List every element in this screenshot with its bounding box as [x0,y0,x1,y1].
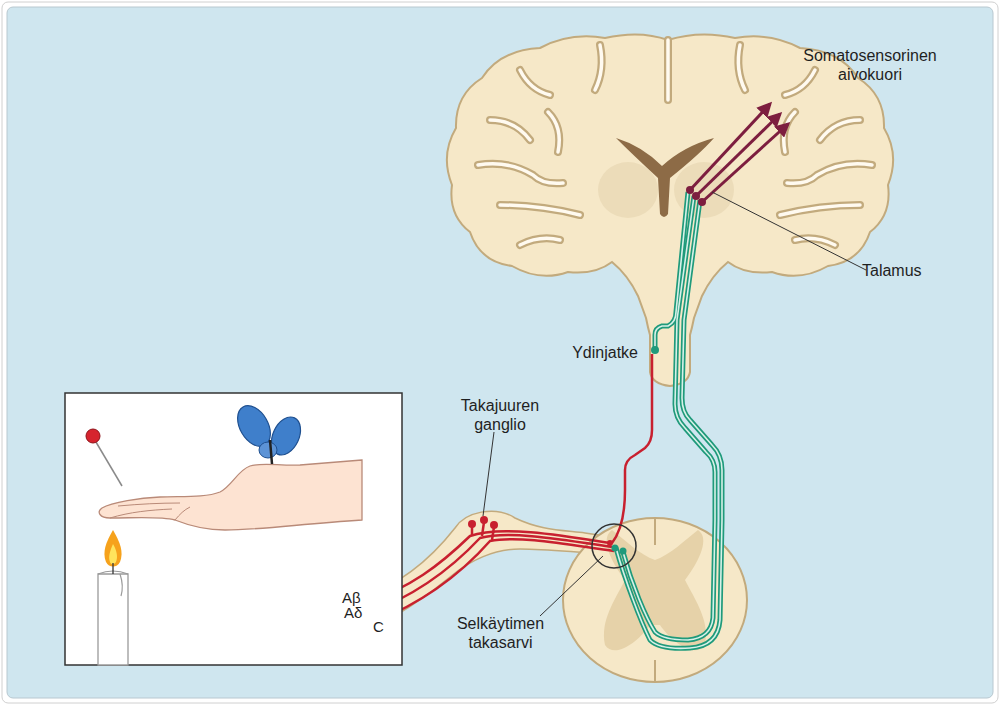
sulcus [500,205,580,215]
sulcus [500,205,580,215]
neuron-dot [612,545,619,552]
neuron-dot [686,186,694,194]
flame [104,530,121,567]
sulcus [520,70,550,95]
sulcus [478,164,563,184]
sulcus [738,45,745,90]
sulcus [478,164,563,184]
leader-line [483,432,494,516]
neuron-dot [692,192,700,200]
part-label: Aδ [344,605,374,620]
butterfly-wing [259,442,277,458]
sulcus [784,112,795,152]
projection-arrow [702,124,788,202]
butterfly-body [270,440,272,464]
sulcus [787,164,872,184]
butterfly [231,400,306,464]
part-label: Somatosensorinen aivokuori [785,46,955,84]
part-label: C [373,619,403,634]
sulcus [738,45,745,90]
flame-core [109,544,117,564]
ascending-fibre [612,354,652,543]
part-label: Selkäytimen takasarvi [438,614,563,652]
sulcus [820,120,860,140]
sulcus [787,164,872,184]
deep-nucleus [598,162,658,218]
leader-line [540,556,603,616]
thalamic-neurons [686,186,706,206]
sulcus [595,45,602,90]
sulcus [490,120,530,140]
brain-sulci [478,40,872,245]
wick [112,563,113,574]
median-fissure [654,518,656,682]
synapse [607,540,613,546]
sulcus [520,238,560,245]
pin-needle [93,437,122,486]
tract-line [623,196,715,640]
sulcus [664,40,672,100]
sulcus [820,120,860,140]
c-fibre [372,539,614,623]
tract-core [623,196,715,640]
brain-sulci-edge [478,40,872,245]
afferent-fibres [365,354,652,623]
leader-line [712,192,866,270]
sulcus [520,70,550,95]
sulcus [490,120,530,140]
ganglion-cells [468,516,613,546]
sulcus [548,112,559,152]
hand [99,460,362,530]
neuron-dot [620,548,627,555]
sulcus [520,238,560,245]
cortical-projection [690,104,788,202]
part-label: Ydinjatke [548,343,638,362]
candle [98,574,128,665]
cell-body [490,521,498,529]
sulcus [595,45,602,90]
highlight-circle [592,524,636,568]
candle-drip [98,571,128,596]
spinothalamic-tract [616,192,722,648]
sulcus [780,205,860,215]
brain-outline [447,34,893,386]
panel-background [7,7,993,698]
cell-body [468,520,476,528]
tract-cells [612,346,660,555]
finger-lines [110,503,190,520]
inset-frame [65,393,402,665]
neuron-dot [698,198,706,206]
tract-core [655,192,688,350]
sulcus [784,112,795,152]
projection-arrow [696,114,780,196]
part-label: Aβ [342,590,372,605]
part-label: Talamus [862,261,952,280]
sulcus [666,40,670,100]
sulcus [785,70,815,95]
neuron-dot [651,346,659,354]
pin-head [86,429,100,443]
sulcus [548,112,559,152]
sulcus [785,70,815,95]
cell-body [480,516,488,524]
a-delta-fibre [368,535,612,613]
leader-lines [483,192,866,616]
sulcus [780,205,860,215]
tract-highlight [616,192,722,648]
part-label: Takajuuren ganglio [440,396,560,434]
